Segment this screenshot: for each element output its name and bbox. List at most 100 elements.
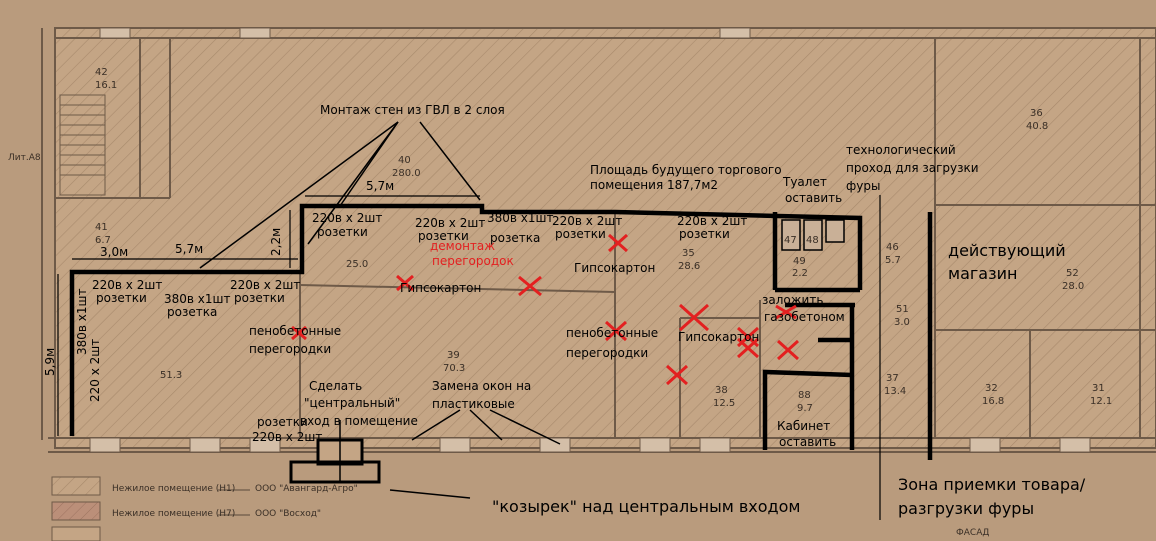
dimension-labels: 5,7м 3,0м 5,7м 2,2м 5,9м <box>43 179 394 376</box>
room-42-area: 16.1 <box>95 80 117 91</box>
demolish-note-line2: перегородок <box>432 254 514 268</box>
socket-7-line1: 220в х 2шт <box>552 214 622 228</box>
room-46-number: 46 <box>886 242 899 253</box>
building-area <box>55 28 1156 448</box>
tech-pass-line3: фуры <box>846 179 880 193</box>
room-32-number: 32 <box>985 383 998 394</box>
drywall-note-right: Гипсокартон <box>574 261 655 275</box>
foam-note-right-line2: перегородки <box>566 346 648 360</box>
room-41-area: 6.7 <box>95 235 111 246</box>
dimension-left-long: 5,7м <box>175 242 203 256</box>
entrance-note-line1: Сделать <box>309 379 362 393</box>
drywall-note-center: Гипсокартон <box>400 281 481 295</box>
legend-row2-owner: ООО "Восход" <box>255 509 321 519</box>
socket-3-line1: 220в х 2шт <box>230 278 300 292</box>
toilet-note-line2: оставить <box>785 191 842 205</box>
legend: Нежилое помещение (Н1) ООО "Авангард-Агр… <box>51 476 358 541</box>
room-35-number: 35 <box>682 248 695 259</box>
room-52-area: 28.0 <box>1062 281 1084 292</box>
socket-6-line2: розетка <box>490 231 540 245</box>
future-area-line1: Площадь будущего торгового <box>590 163 782 177</box>
room-47-number: 47 <box>784 235 797 246</box>
brick-note-line2: газобетоном <box>764 310 845 324</box>
dimension-lines <box>57 195 881 520</box>
room-36-area: 40.8 <box>1026 121 1048 132</box>
cabinet-note-line2: оставить <box>779 435 836 449</box>
socket-9-line1: розетки <box>257 415 308 429</box>
dimension-left-short: 3,0м <box>100 245 128 259</box>
room-39-number: 39 <box>447 350 460 361</box>
socket-8-line2: розетки <box>679 227 730 241</box>
legend-row1-owner: ООО "Авангард-Агро" <box>255 484 358 494</box>
socket-3-line2: розетки <box>234 291 285 305</box>
room-labels: 42 16.1 40 280.0 41 6.7 25.0 35 28.6 47 … <box>95 67 1112 414</box>
store-note-line2: магазин <box>948 264 1017 283</box>
dimension-height-step: 2,2м <box>269 228 283 256</box>
socket-2-line2: розетка <box>167 305 217 319</box>
room-38-area: 12.5 <box>713 398 735 409</box>
gvl-walls-note: Монтаж стен из ГВЛ в 2 слоя <box>320 103 505 117</box>
tech-pass-line1: технологический <box>846 143 956 157</box>
legend-swatch-h7 <box>51 501 101 521</box>
socket-1-line1: 220в х 2шт <box>92 278 162 292</box>
foam-note-left-line1: пенобетонные <box>249 324 341 338</box>
socket-4-line1: 220в х 2шт <box>312 211 382 225</box>
socket-5-line2: розетки <box>418 229 469 243</box>
room-88-area: 9.7 <box>797 403 813 414</box>
room-88-number: 88 <box>798 390 811 401</box>
room-46-area: 5.7 <box>885 255 901 266</box>
room-40-number: 40 <box>398 155 411 166</box>
legend-swatch-h1 <box>51 476 101 496</box>
toilet-fixtures <box>781 219 845 251</box>
socket-6-line1: 380в х1шт <box>487 211 554 225</box>
room-31-area: 12.1 <box>1090 396 1112 407</box>
pointer-lines <box>199 121 561 499</box>
socket-9-line2: 220в х 2шт <box>252 430 322 444</box>
facade-windows <box>89 27 1091 453</box>
room-37-area: 13.4 <box>884 386 906 397</box>
socket-vertical-220: 220 х 2шт <box>88 339 102 402</box>
room-35-area: 28.6 <box>678 261 700 272</box>
windows-note-line1: Замена окон на <box>432 379 531 393</box>
new-walls-outline <box>69 203 933 460</box>
socket-1-line2: розетки <box>96 291 147 305</box>
room-25-area: 25.0 <box>346 259 368 270</box>
entrance-note-line2: "центральный" <box>304 396 400 410</box>
windows-note-line2: пластиковые <box>432 397 515 411</box>
room-52-number: 52 <box>1066 268 1079 279</box>
demolish-note-line1: демонтаж <box>430 239 495 253</box>
central-entrance <box>289 420 381 484</box>
loading-zone-line2: разгрузки фуры <box>898 499 1034 518</box>
socket-8-line1: 220в х 2шт <box>677 214 747 228</box>
room-39-area: 70.3 <box>443 363 465 374</box>
room-48-number: 48 <box>806 235 819 246</box>
building-letter-label: Лит.А8 <box>8 153 41 163</box>
cabinet-note-line1: Кабинет <box>777 419 830 433</box>
demolition-marks <box>291 233 800 386</box>
canopy-note: "козырек" над центральным входом <box>492 497 800 516</box>
socket-4-line2: розетки <box>317 225 368 239</box>
room-49-area: 2.2 <box>792 268 808 279</box>
entrance-note-line3: вход в помещение <box>300 414 418 428</box>
room-37-number: 37 <box>886 373 899 384</box>
tech-pass-line2: проход для загрузки <box>846 161 979 175</box>
legend-row1-label: Нежилое помещение (Н1) <box>112 484 235 494</box>
room-51-number: 51 <box>896 304 909 315</box>
facade-label: ФАСАД <box>956 528 989 538</box>
store-note-line1: действующий <box>948 241 1066 260</box>
future-area-line2: помещения 187,7м2 <box>590 178 718 192</box>
socket-5-line1: 220в х 2шт <box>415 216 485 230</box>
drywall-note-lower: Гипсокартон <box>678 330 759 344</box>
room-51-area: 3.0 <box>894 317 910 328</box>
room-49-number: 49 <box>793 256 806 267</box>
staircase-symbol <box>59 94 106 196</box>
room-41-number: 41 <box>95 222 108 233</box>
room-513-area: 51.3 <box>160 370 182 381</box>
foam-note-left-line2: перегородки <box>249 342 331 356</box>
dimension-left-wall: 5,9м <box>43 348 57 376</box>
toilet-note-line1: Туалет <box>782 175 827 189</box>
room-42-number: 42 <box>95 67 108 78</box>
legend-row2-label: Нежилое помещение (Н7) <box>112 509 235 519</box>
foam-note-right-line1: пенобетонные <box>566 326 658 340</box>
